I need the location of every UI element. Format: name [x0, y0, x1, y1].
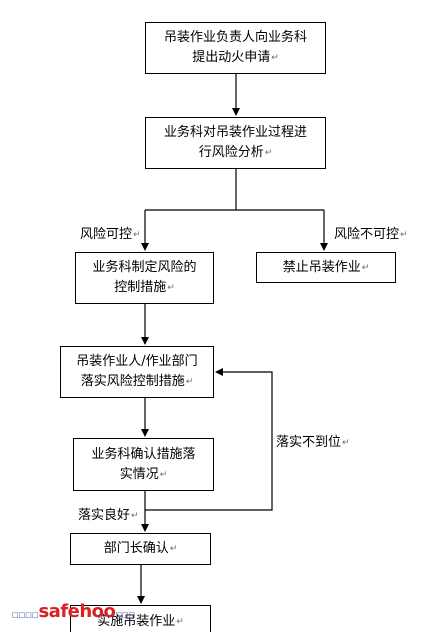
paragraph-mark: ↵ [361, 262, 370, 273]
watermark-main: safehoo [38, 601, 116, 622]
safehoo-watermark-logo: □□□□ safehoo □□□ [12, 601, 135, 622]
edge-label-risk-uncontrollable: 风险不可控↵ [334, 227, 408, 242]
node-execute-line1: 实施吊装作业 [97, 614, 176, 629]
node-implement: 吊装作业人/作业部门 落实风险控制措施↵ [60, 346, 214, 398]
node-apply-line2: 提出动火申请 [192, 50, 271, 65]
node-dept-head: 部门长确认↵ [70, 533, 211, 565]
watermark-prefix: □□□□ [12, 611, 39, 619]
paragraph-mark: ↵ [185, 377, 194, 387]
paragraph-mark: ↵ [167, 283, 175, 293]
watermark-suffix: □□□ [115, 611, 136, 619]
node-control-measures: 业务科制定风险的 控制措施↵ [75, 252, 214, 304]
node-analysis-line2: 行风险分析 [198, 145, 264, 160]
node-apply-line1: 吊装作业负责人向业务科 [163, 30, 307, 45]
paragraph-mark: ↵ [159, 469, 168, 480]
edge-label-risk-controllable: 风险可控↵ [80, 227, 141, 242]
node-confirm-measures-line2: 实情况 [119, 466, 159, 482]
node-analysis: 业务科对吊装作业过程进 行风险分析↵ [145, 117, 326, 169]
node-prohibit: 禁止吊装作业↵ [256, 252, 396, 283]
paragraph-mark: ↵ [169, 544, 178, 554]
arrow-feedback-loop [145, 368, 273, 511]
edge-label-not-implemented: 落实不到位↵ [276, 435, 350, 450]
node-prohibit-line1: 禁止吊装作业 [282, 259, 361, 275]
node-confirm-measures: 业务科确认措施落 实情况↵ [73, 438, 214, 491]
node-implement-line2: 落实风险控制措施 [80, 374, 185, 389]
node-analysis-line1: 业务科对吊装作业过程进 [163, 125, 307, 140]
node-dept-head-line1: 部门长确认 [103, 541, 169, 556]
node-apply: 吊装作业负责人向业务科 提出动火申请↵ [145, 22, 326, 74]
node-control-measures-line1: 业务科制定风险的 [92, 260, 197, 275]
node-implement-line1: 吊装作业人/作业部门 [76, 354, 198, 369]
node-control-measures-line2: 控制措施 [114, 280, 167, 295]
node-confirm-measures-line1: 业务科确认措施落 [91, 446, 196, 462]
paragraph-mark: ↵ [264, 148, 273, 158]
paragraph-mark: ↵ [176, 617, 184, 627]
edge-label-well-implemented: 落实良好↵ [78, 508, 139, 523]
node-execute: 实施吊装作业↵ [70, 605, 211, 632]
paragraph-mark: ↵ [271, 53, 279, 63]
